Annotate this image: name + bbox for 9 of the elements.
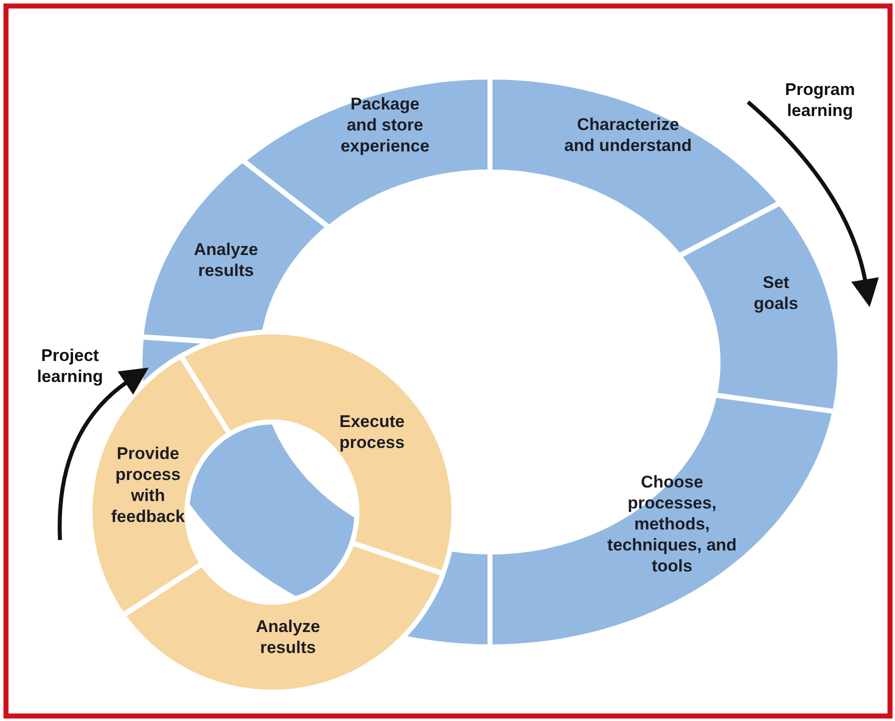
segment-label: Execute process [338, 410, 406, 453]
segment-label: Provide process with feedback [110, 442, 186, 527]
segment-label: Set goals [752, 272, 800, 314]
direction-label: Program learning [784, 79, 856, 121]
direction-label: Project learning [36, 345, 104, 387]
segment-label: Analyze results [192, 238, 260, 281]
segment-label: Characterize and understand [563, 114, 693, 156]
segment-label: Package and store experience [340, 94, 430, 156]
segment-label: Analyze results [254, 616, 322, 658]
